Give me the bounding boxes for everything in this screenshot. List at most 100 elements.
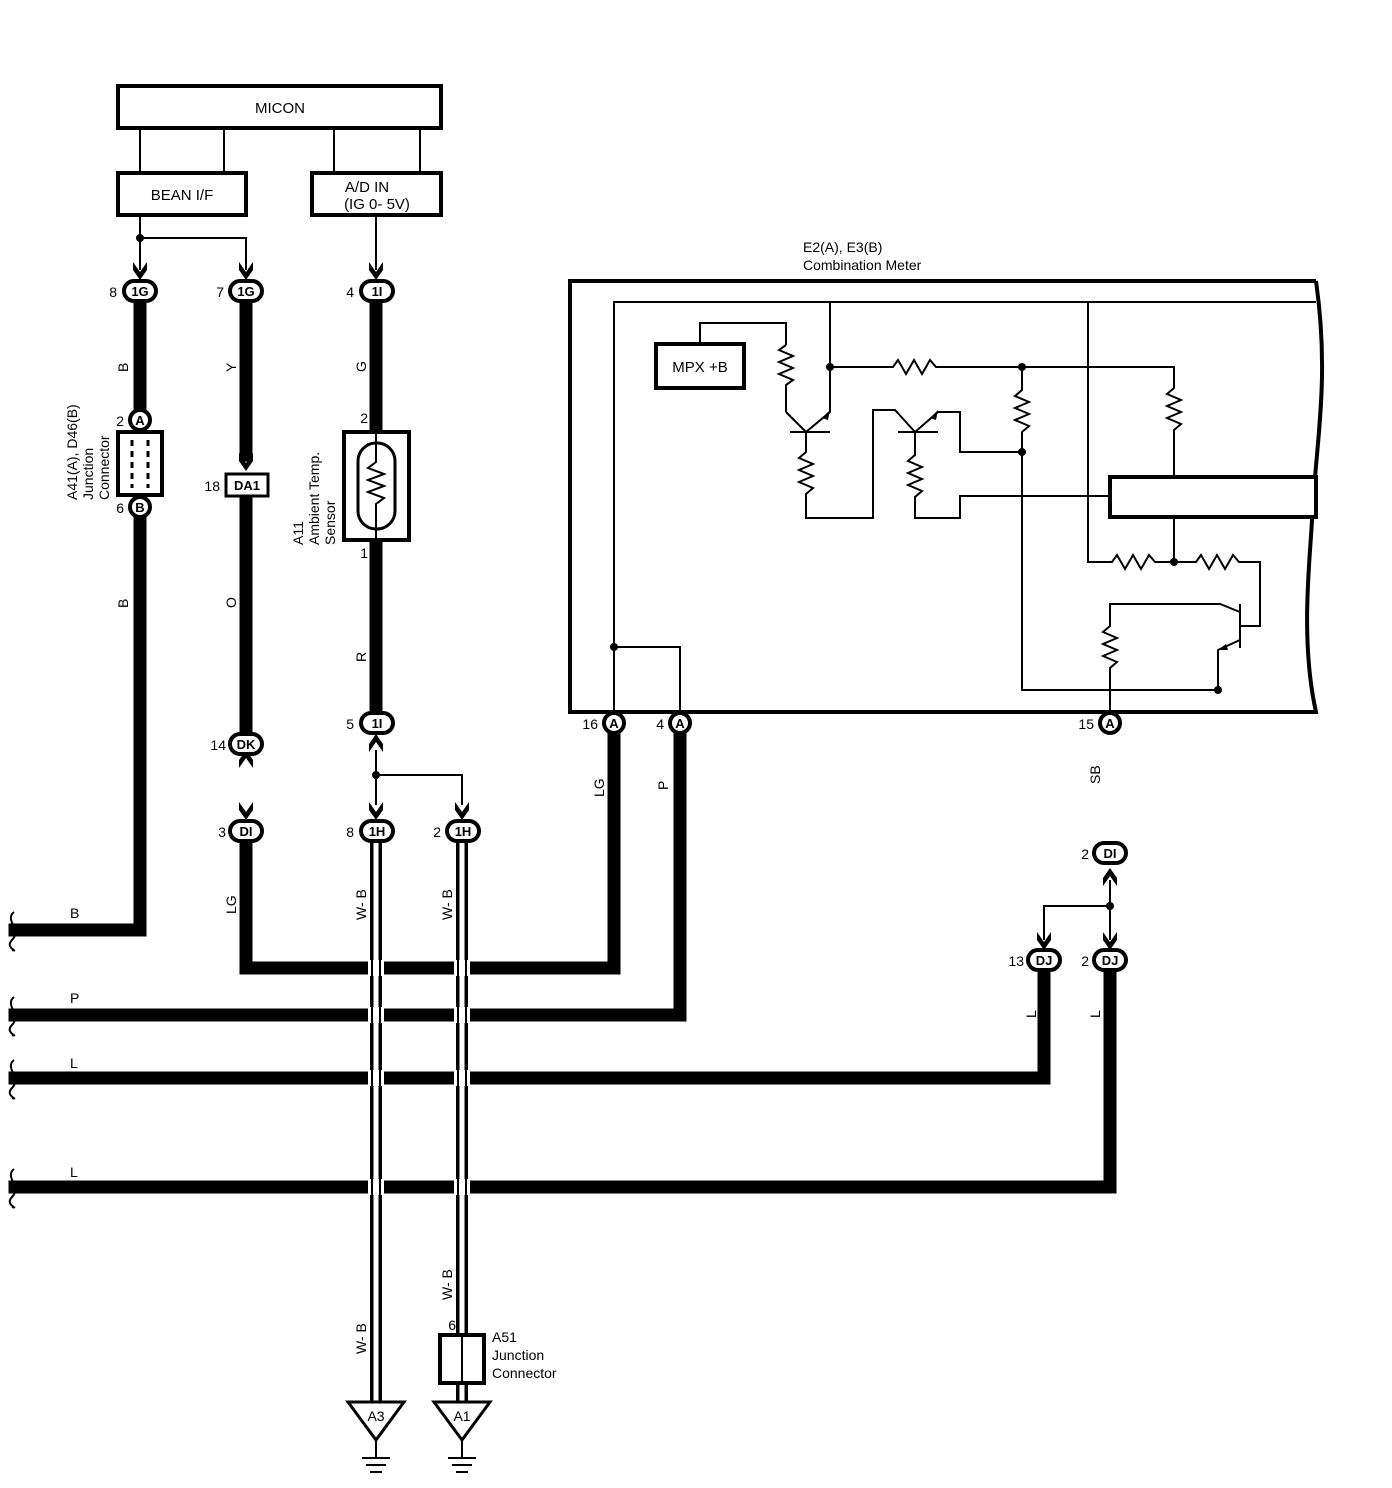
connector-id: 1H	[369, 824, 386, 839]
wire-label-r: R	[353, 652, 369, 662]
meter-title-2: Combination Meter	[803, 257, 922, 273]
wire-label-wb-2: W- B	[439, 889, 455, 920]
a41-label-3: Connector	[96, 435, 112, 500]
bean-if-block: BEAN I/F	[116, 171, 248, 217]
connector-pin: 3	[218, 824, 226, 840]
mpx-label: MPX +B	[672, 359, 727, 376]
wire-label-wb-1: W- B	[353, 889, 369, 920]
connector-pin: 14	[210, 737, 226, 753]
ground-a1-label: A1	[453, 1408, 470, 1424]
wire-label-lg-left: LG	[223, 895, 239, 914]
connector-pin: 15	[1078, 716, 1094, 732]
micon-block: MICON	[116, 84, 443, 173]
connector-di-2: DI 2	[1081, 841, 1128, 865]
connector-pin: 5	[346, 716, 354, 732]
sensor-label-3: Sensor	[322, 500, 338, 545]
connector-id: A	[609, 716, 619, 731]
ad-in-block: A/D IN (IG 0- 5V)	[310, 171, 443, 217]
connector-pin: 8	[346, 824, 354, 840]
meter-title-1: E2(A), E3(B)	[803, 239, 882, 255]
wb-wires	[368, 843, 470, 1402]
a51-pin: 6	[448, 1317, 456, 1333]
sensor-label-1: A11	[290, 521, 306, 545]
connector-meter-a-15: A 15	[1078, 711, 1122, 735]
connector-id: A	[675, 716, 685, 731]
ground-a1: A1	[431, 1400, 493, 1473]
connector-arrows	[133, 262, 1117, 950]
wire-label-p-meter: P	[655, 781, 671, 790]
connector-id: DK	[237, 737, 256, 752]
sensor-label-2: Ambient Temp.	[306, 452, 322, 545]
mpx-block: MPX +B	[654, 342, 746, 390]
connector-meter-a-16: A 16	[582, 711, 626, 735]
bean-if-label: BEAN I/F	[151, 187, 214, 204]
wire-label-left-l2: L	[70, 1164, 78, 1180]
wire-label-left-p: P	[70, 990, 79, 1006]
connector-1i-4: 1I 4	[346, 279, 395, 303]
a41-label-2: Junction	[80, 448, 96, 500]
a51-label-3: Connector	[492, 1365, 557, 1381]
connector-1i-5: 1I 5	[346, 711, 395, 735]
connector-id: B	[135, 500, 144, 515]
ambient-temp-sensor: 2 1 A11 Ambient Temp. Sensor	[290, 410, 411, 561]
wire-label-left-b: B	[70, 905, 79, 921]
sensor-pin-top: 2	[360, 410, 368, 426]
connector-id: 1I	[372, 716, 383, 731]
wire-label-sb: SB	[1087, 765, 1103, 784]
connector-1h-2: 1H 2	[433, 819, 481, 843]
wire-label-g: G	[353, 361, 369, 372]
connector-id: DI	[1104, 846, 1117, 861]
connector-id: 1I	[372, 284, 383, 299]
connector-pin: 18	[204, 478, 220, 494]
connector-pin: 2	[1081, 846, 1089, 862]
connector-id: 1G	[131, 284, 148, 299]
connector-pin: 2	[433, 824, 441, 840]
connector-1g-8: 1G 8	[109, 279, 158, 303]
ground-a3: A3	[345, 1400, 407, 1473]
connector-meter-a-4: A 4	[656, 711, 692, 735]
connector-id: A	[135, 413, 145, 428]
wire-label-left-l1: L	[70, 1055, 78, 1071]
connector-1h-8: 1H 8	[346, 819, 395, 843]
wire-label-b-mid: B	[115, 599, 131, 608]
wire-break-marks	[8, 911, 17, 1209]
connector-id: DJ	[1036, 953, 1053, 968]
connector-dj-13: DJ 13	[1008, 948, 1062, 972]
ground-a3-label: A3	[367, 1408, 384, 1424]
wire-label-l-2: L	[1087, 1010, 1103, 1018]
wire-color-labels: B B Y O G R LG W- B W- B W- B W- B LG P …	[70, 361, 1103, 1354]
junction-connector-a51: 6 A51 Junction Connector	[438, 1317, 557, 1385]
junction-connector-a41: A 2 B 6 A41(A), D46(B) Junction Connecto…	[64, 404, 164, 519]
wire-label-l-13: L	[1023, 1010, 1039, 1018]
connector-dj-2: DJ 2	[1081, 948, 1128, 972]
harness-wires	[8, 295, 1117, 1194]
connector-pin: 13	[1008, 953, 1024, 969]
connector-pin: 8	[109, 284, 117, 300]
a41-label-1: A41(A), D46(B)	[64, 404, 80, 500]
ad-in-label-2: (IG 0- 5V)	[344, 196, 410, 213]
connector-1g-7: 1G 7	[216, 279, 264, 303]
micon-label: MICON	[255, 100, 305, 117]
connector-pin: 2	[1081, 953, 1089, 969]
combination-meter: E2(A), E3(B) Combination Meter MPX +B	[568, 239, 1325, 714]
connector-pin: 6	[116, 500, 124, 516]
wire-label-wb-3: W- B	[439, 1269, 455, 1300]
connector-pin: 4	[346, 284, 354, 300]
wire-label-lg-meter: LG	[591, 778, 607, 797]
connector-dk-14: DK 14	[210, 732, 264, 756]
connector-id: DJ	[1102, 953, 1119, 968]
connector-pin: 16	[582, 716, 598, 732]
connector-di-3: DI 3	[218, 819, 264, 843]
ad-in-label-1: A/D IN	[345, 179, 389, 196]
wire-label-y: Y	[223, 362, 239, 372]
connector-pin: 2	[116, 413, 124, 429]
connector-id: 1H	[455, 824, 472, 839]
sensor-pin-bottom: 1	[360, 545, 368, 561]
connector-da1: DA1 18	[204, 472, 270, 498]
connector-id: DI	[240, 824, 253, 839]
a51-label-1: A51	[492, 1329, 517, 1345]
connector-id: 1G	[237, 284, 254, 299]
connector-pin: 4	[656, 716, 664, 732]
wire-label-b-top: B	[115, 363, 131, 372]
